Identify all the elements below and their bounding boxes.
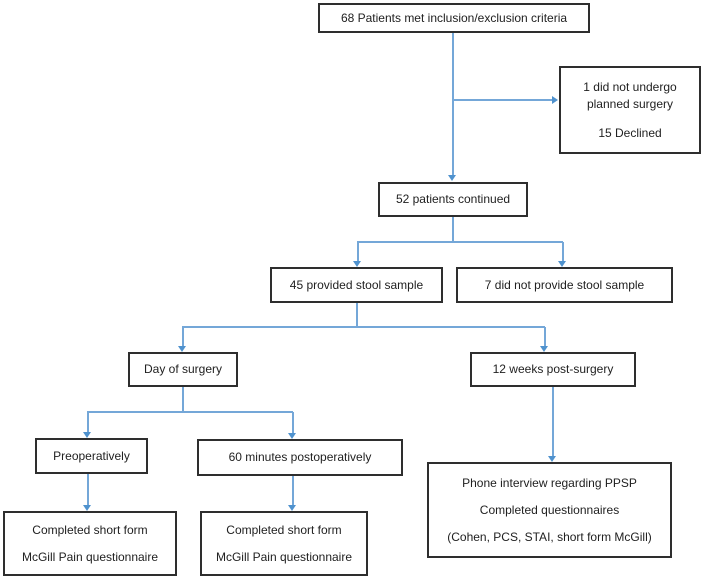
flow-box-twelve-weeks: 12 weeks post-surgery <box>470 352 636 387</box>
flow-box-stool-yes: 45 provided stool sample <box>270 267 443 303</box>
flow-box-exclusion-text-1: 1 did not undergo <box>583 79 677 94</box>
connector-to-twelve-weeks-arrow-icon <box>540 346 548 352</box>
flow-box-mcgill-preop-text-1: Completed short form <box>32 522 148 537</box>
connector-to-day-of-surgery-arrow-icon <box>178 346 186 352</box>
connector-postop-to-mcgill-arrow-icon <box>288 505 296 511</box>
connector-inclusion-to-continued-arrow-icon <box>448 175 456 181</box>
connector-stool-yes-branch-line <box>182 326 545 328</box>
flow-box-inclusion: 68 Patients met inclusion/exclusion crit… <box>318 3 590 33</box>
flow-box-stool-yes-text: 45 provided stool sample <box>289 277 424 292</box>
connector-to-postop-60min-line <box>292 412 294 433</box>
flow-box-mcgill-postop: Completed short form McGill Pain questio… <box>200 511 368 576</box>
flow-box-phone-interview-text-2: Completed questionnaires <box>479 502 620 517</box>
connector-twelve-weeks-to-phone-line <box>552 387 554 456</box>
connector-continued-to-stool-no-line <box>562 242 564 261</box>
flow-box-mcgill-postop-text-1: Completed short form <box>226 522 342 537</box>
flow-box-postop-60min: 60 minutes postoperatively <box>197 439 403 476</box>
connector-to-preoperatively-arrow-icon <box>83 432 91 438</box>
flow-box-stool-no-text: 7 did not provide stool sample <box>484 277 645 292</box>
flow-box-inclusion-text: 68 Patients met inclusion/exclusion crit… <box>340 10 568 25</box>
connector-to-postop-60min-arrow-icon <box>288 433 296 439</box>
connector-day-stem-line <box>182 387 184 412</box>
flow-box-day-of-surgery: Day of surgery <box>128 352 238 387</box>
flow-box-continued-text: 52 patients continued <box>395 192 511 206</box>
connector-to-preoperatively-line <box>87 412 89 432</box>
connector-to-twelve-weeks-line <box>544 327 546 346</box>
connector-preop-to-mcgill-line <box>87 474 89 505</box>
connector-inclusion-to-exclusion-line <box>452 99 552 101</box>
flow-box-mcgill-preop-text-2: McGill Pain questionnaire <box>21 549 159 564</box>
flow-box-phone-interview-text-3: (Cohen, PCS, STAI, short form McGill) <box>447 529 652 544</box>
connector-continued-to-stool-yes-line <box>357 242 359 261</box>
connector-twelve-weeks-to-phone-arrow-icon <box>548 456 556 462</box>
connector-continued-to-stool-no-arrow-icon <box>558 261 566 267</box>
connector-postop-to-mcgill-line <box>292 476 294 505</box>
connector-to-day-of-surgery-line <box>182 327 184 346</box>
flow-box-exclusion-text-3: 15 Declined <box>598 125 662 140</box>
connector-inclusion-to-continued-line <box>452 33 454 175</box>
connector-continued-stem-line <box>452 217 454 242</box>
connector-inclusion-to-exclusion-arrow-icon <box>552 96 558 104</box>
flow-box-postop-60min-text: 60 minutes postoperatively <box>228 450 372 464</box>
connector-continued-branch-line <box>357 241 563 243</box>
flow-box-exclusion-text-2: planned surgery <box>586 96 674 111</box>
connector-day-branch-line <box>87 411 293 413</box>
flow-box-mcgill-postop-text-2: McGill Pain questionnaire <box>215 549 353 564</box>
flow-box-exclusion: 1 did not undergo planned surgery 15 Dec… <box>559 66 701 154</box>
flow-box-continued: 52 patients continued <box>378 182 528 217</box>
connector-stool-yes-stem-line <box>356 303 358 327</box>
flow-box-mcgill-preop: Completed short form McGill Pain questio… <box>3 511 177 576</box>
flow-box-preoperatively-text: Preoperatively <box>53 448 130 463</box>
flow-box-stool-no: 7 did not provide stool sample <box>456 267 673 303</box>
flow-box-day-of-surgery-text: Day of surgery <box>143 362 223 376</box>
flow-box-preoperatively: Preoperatively <box>35 438 148 474</box>
flow-box-twelve-weeks-text: 12 weeks post-surgery <box>492 362 614 376</box>
flow-box-phone-interview: Phone interview regarding PPSP Completed… <box>427 462 672 558</box>
connector-continued-to-stool-yes-arrow-icon <box>353 261 361 267</box>
flow-box-phone-interview-text-1: Phone interview regarding PPSP <box>462 475 637 490</box>
connector-preop-to-mcgill-arrow-icon <box>83 505 91 511</box>
